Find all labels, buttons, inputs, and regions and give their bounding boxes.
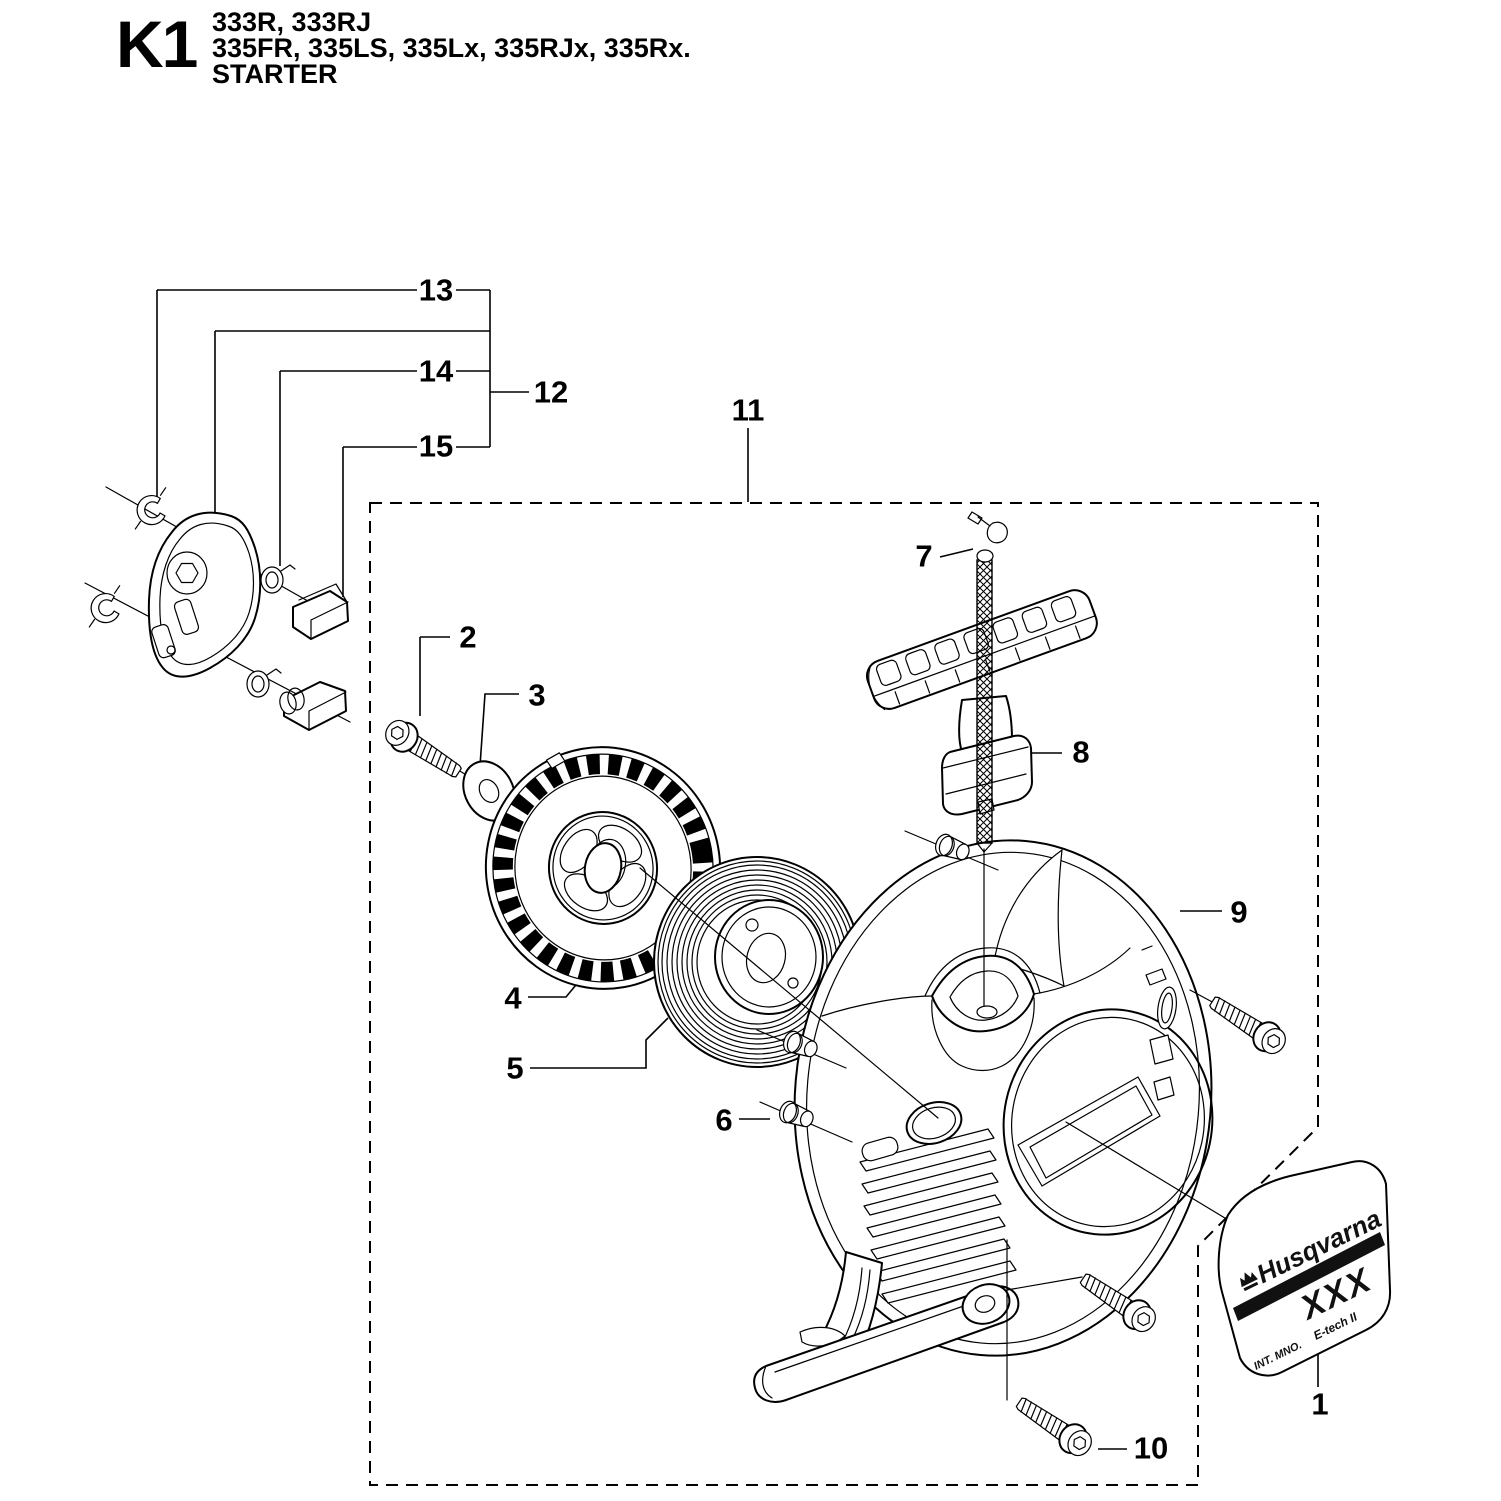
pulley-screw-drawing: [378, 713, 468, 787]
pawl-upper-drawing: [292, 583, 349, 640]
callout-bracket-lines: [156, 289, 529, 597]
callout-9: 9: [1230, 894, 1248, 930]
section-code: K1: [116, 7, 198, 81]
callout-3: 3: [528, 677, 546, 713]
callout-15: 15: [418, 428, 454, 464]
models-line-2: 335FR, 335LS, 335Lx, 335RJx, 335Rx.: [212, 33, 691, 63]
callout-4: 4: [504, 980, 522, 1016]
e-clip-upper: [126, 487, 175, 531]
cover-screw-bottom-lower: [1009, 1388, 1099, 1463]
starter-pawl-plate-drawing: [147, 511, 262, 678]
models-line-1: 333R, 333RJ: [212, 7, 372, 37]
diagram-subtitle: STARTER: [212, 59, 338, 89]
callout-13: 13: [418, 272, 454, 308]
callout-2: 2: [459, 619, 477, 655]
husqvarna-decal-drawing: Husqvarna XXX E-tech II INT. MNO.: [1217, 1160, 1392, 1377]
callout-12: 12: [533, 374, 569, 410]
starter-cover-drawing: [753, 839, 1214, 1403]
callout-5: 5: [506, 1050, 524, 1086]
callout-6: 6: [715, 1102, 733, 1138]
callout-1: 1: [1311, 1386, 1329, 1422]
callout-11: 11: [731, 392, 765, 428]
cover-screw-right: [1203, 987, 1293, 1061]
assembly-group-box: [369, 502, 1319, 1486]
pawl-spring-upper: [260, 564, 296, 594]
callout-14: 14: [418, 353, 454, 389]
pawl-lower-drawing: [279, 681, 347, 731]
callout-8: 8: [1072, 734, 1090, 770]
title-block: 333R, 333RJ 335FR, 335LS, 335Lx, 335RJx,…: [212, 7, 691, 89]
husqvarna-crown-icon: [1240, 1272, 1259, 1292]
callout-7: 7: [915, 538, 933, 574]
e-clip-lower: [80, 585, 129, 629]
starter-rope-drawing: [967, 511, 1008, 1007]
callout-10: 10: [1133, 1430, 1169, 1466]
